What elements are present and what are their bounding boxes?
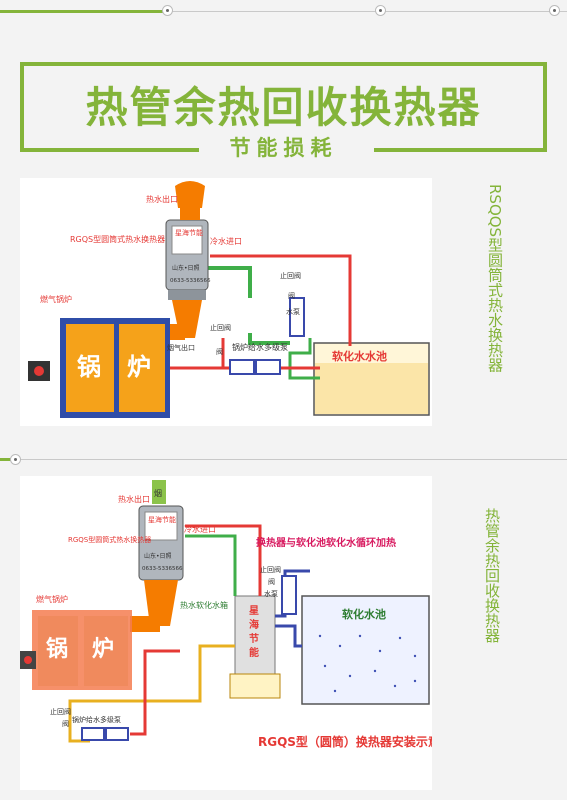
flue-duct [130,616,160,632]
diagram-cylindrical-exchanger: 软化水水池 星海节能 山东•日照 0633-5336566 锅 炉 热 [20,178,432,426]
label-feed-pump: 锅炉给水多级泵 [232,342,288,352]
cold-pipe [207,266,252,298]
label-water-pump: 水泵 [286,307,300,316]
hot-pipe [185,524,262,596]
pool-water [318,634,417,693]
label-cold-water-inlet: 冷水进口 [184,524,216,534]
label-hot-water-outlet: 热水出口 [146,194,178,204]
divider-dot-icon [162,5,173,16]
label-gas-boiler: 燃气锅炉 [36,594,68,604]
exchanger-phone: 0633-5336566 [170,278,211,284]
boiler-right-panel [84,616,128,686]
title-frame [20,62,547,154]
page-subtitle: 节能损耗 [229,136,338,160]
feed-pump-icon [229,359,255,375]
tank-brand-1: 星 [249,605,259,617]
feed-pipe [130,649,180,736]
flue-elbow [144,580,178,626]
boiler-left-panel [66,324,114,412]
label-valve-a: 阀 [288,291,295,300]
hot-pipe [210,254,352,346]
tank-brand-3: 节 [249,632,259,645]
cold-pipe [248,333,290,345]
flue-stack [175,181,205,208]
boiler-label-right: 炉 [127,353,151,381]
boiler-label-left: 锅 [77,353,101,381]
water-pump-icon [281,575,297,615]
tank-brand-4: 能 [249,646,259,659]
boiler-label-left: 锅 [46,636,68,662]
diagram-installation: 软化水池 星 海 节 能 烟 星海节能 山东•日照 0633-5336566 [20,476,432,790]
label-hot-water-outlet: 热水出口 [118,494,150,504]
exchanger-logo-panel [171,225,203,255]
divider-dot-icon [549,5,560,16]
feed-pump-icon [255,359,281,375]
divider-dot-icon [375,5,386,16]
hot-soft-tank [234,595,276,675]
flue-neck [180,206,200,220]
diagram-caption: RGQS型（圆筒）换热器安装示意图 [258,734,432,749]
exchanger-brand: 星海节能 [148,515,176,524]
diagram-2-svg: 软化水池 星 海 节 能 烟 星海节能 山东•日照 0633-5336566 [20,480,432,749]
label-stop-valve-b: 止回阀 [210,323,231,332]
label-stop-valve-a: 止回阀 [280,271,301,280]
label-gas-boiler: 燃气锅炉 [40,294,72,304]
label-cycle-note: 换热器与软化池软化水循环加热 [256,536,396,549]
divider-dot-icon [10,454,21,465]
boiler-left-panel [38,616,78,686]
label-flue: 烟气出口 [167,343,195,352]
burner-flame-icon [24,656,32,664]
feed-pipe [68,644,235,743]
soft-water-pool [301,595,430,705]
top-divider-line [168,11,567,12]
label-exchanger: RGQS型圆筒式热水换热器 [70,234,165,244]
boiler-label-right: 炉 [92,637,114,662]
label-cold-water-inlet: 冷水进口 [210,236,242,246]
feed-pump-icon [81,727,105,741]
label-valve-b: 阀 [216,347,223,356]
label-feed-pump: 锅炉给水多级泵 [72,715,121,724]
label-water-pump: 水泵 [264,589,278,598]
tank-brand-2: 海 [249,618,259,631]
side-label-1: RSQQS型圆筒式热水换热器 [486,184,504,373]
label-flue-top: 烟 [154,489,162,498]
pool-label: 软化水水池 [332,349,387,363]
top-divider-accent [0,10,168,13]
label-stop-valve-a: 止回阀 [260,565,281,574]
burner-flame-icon [34,366,44,376]
flue-top [152,480,166,504]
page-title: 热管余热回收换热器 [85,83,482,132]
section-divider-accent [0,458,16,461]
label-exchanger: RGQS型圆筒式热水换热器 [68,535,151,544]
water-pump-icon [289,297,305,337]
section-divider-line [16,459,567,460]
pool-label: 软化水池 [342,607,386,621]
exchanger-city: 山东•日照 [172,264,200,272]
label-valve-b: 阀 [62,719,69,728]
tank-base [229,673,281,699]
exchanger-brand: 星海节能 [175,228,203,237]
label-valve-a: 阀 [268,577,275,586]
label-stop-valve-b: 止回阀 [50,707,71,716]
boiler-right-panel [119,324,165,412]
label-hot-soft-tank: 热水软化水箱 [180,600,228,610]
top-divider [0,0,567,22]
side-label-2: 热管余热回收换热器 [483,508,501,643]
cold-pipe [288,338,320,380]
pool-water [315,363,428,414]
exchanger-phone: 0633-5336566 [142,566,183,572]
circulation-pipe [275,624,302,648]
exchanger-city: 山东•日照 [144,552,172,560]
exchanger-logo-panel [144,511,178,541]
cold-pipe [185,534,237,596]
feed-pump-icon [105,727,129,741]
diagram-1-svg: 软化水水池 星海节能 山东•日照 0633-5336566 锅 炉 热 [28,181,430,418]
